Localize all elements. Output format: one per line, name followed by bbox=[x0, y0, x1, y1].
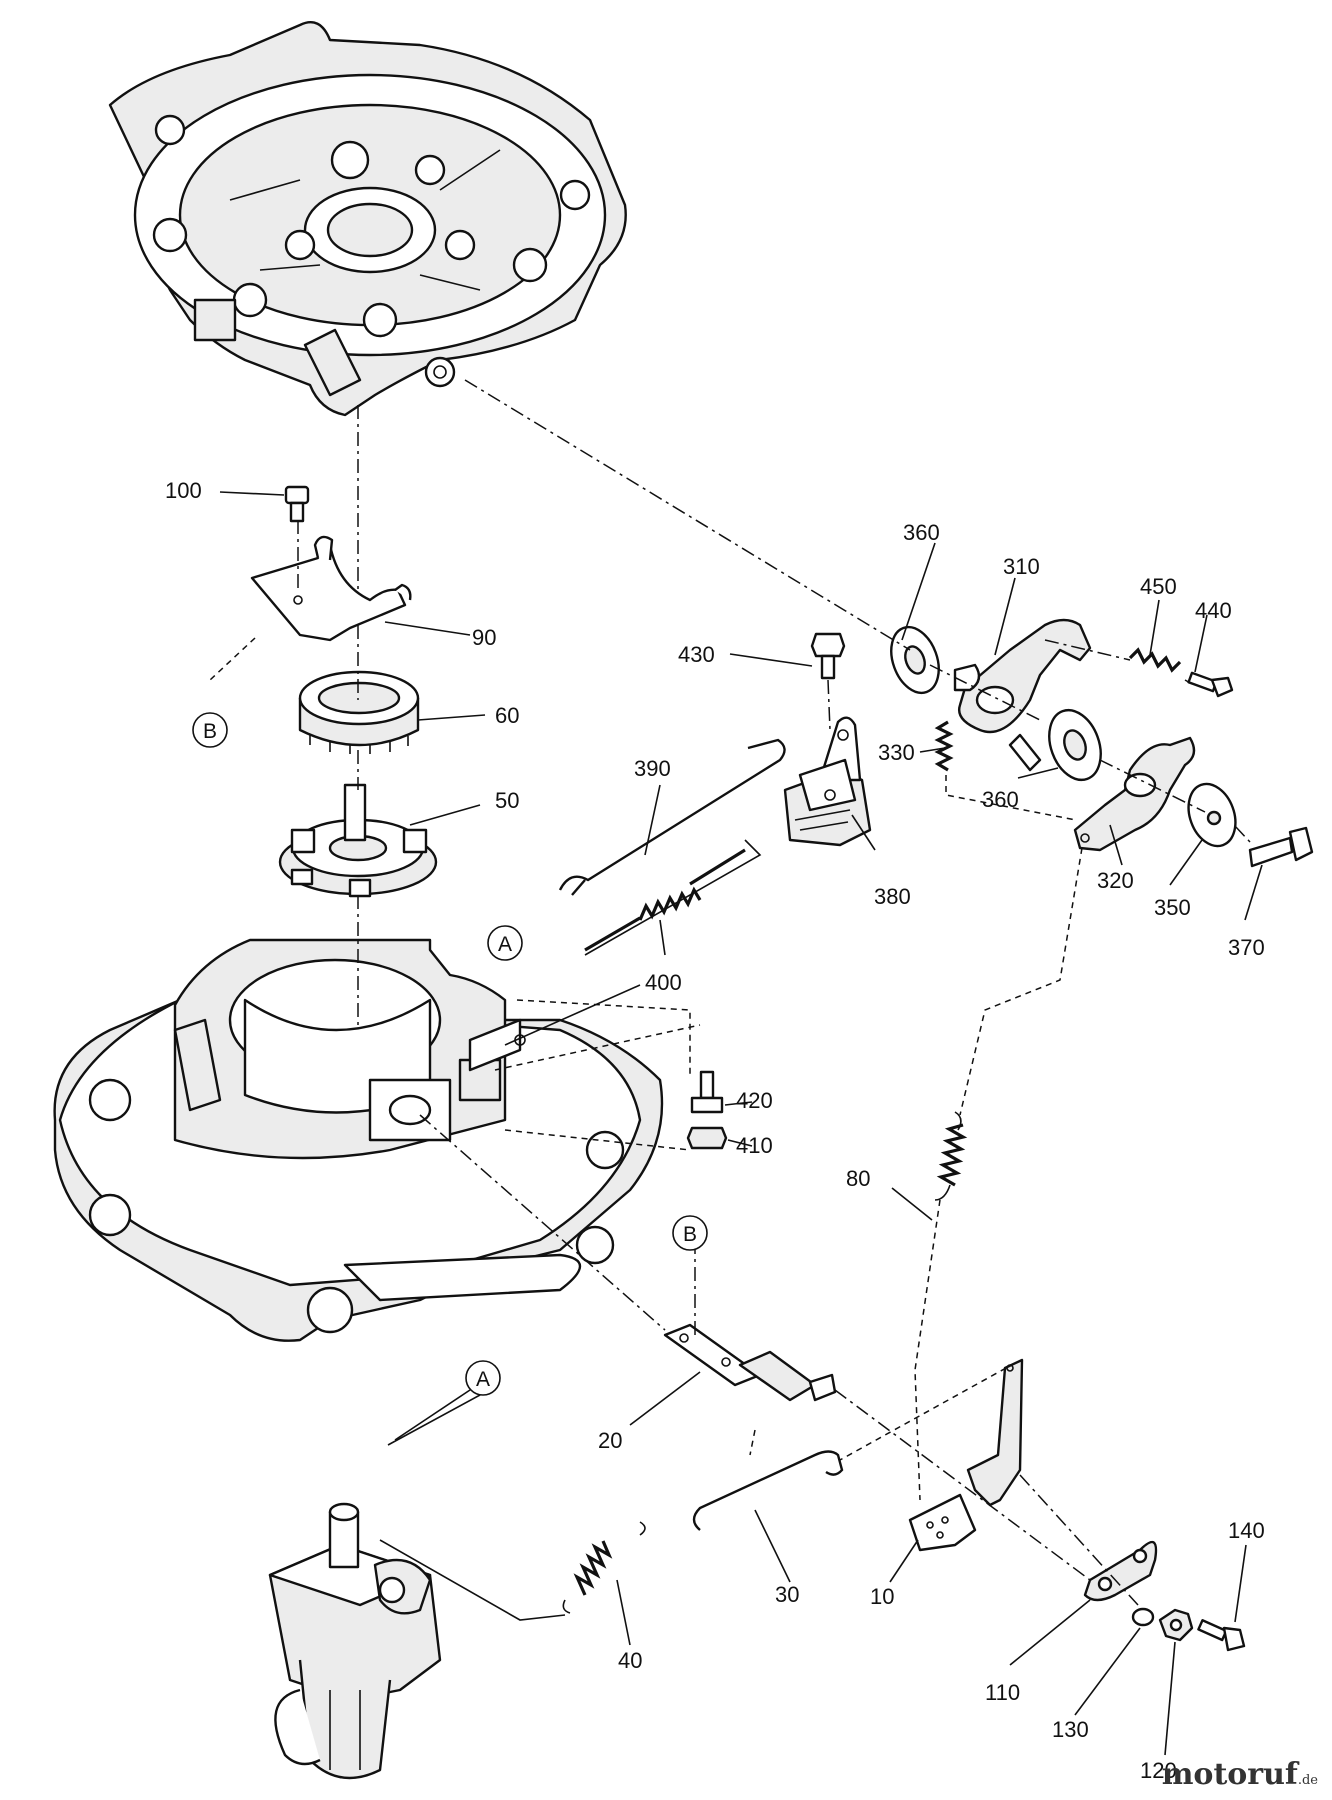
label-130: 130 bbox=[1052, 1717, 1089, 1742]
label-80: 80 bbox=[846, 1166, 870, 1191]
washer-360-top bbox=[890, 625, 940, 695]
rod-390 bbox=[558, 738, 786, 896]
ref-b-bottom: B bbox=[672, 1215, 708, 1251]
label-20: 20 bbox=[598, 1428, 622, 1453]
spring-400 bbox=[584, 848, 746, 952]
lever-310 bbox=[953, 618, 1092, 772]
label-30: 30 bbox=[775, 1582, 799, 1607]
bolt-430 bbox=[810, 632, 846, 680]
ref-b-top: B bbox=[192, 712, 228, 748]
bolt-140 bbox=[1197, 1619, 1246, 1652]
svg-text:B: B bbox=[683, 1223, 697, 1246]
washer-130 bbox=[1131, 1607, 1155, 1627]
bracket-90 bbox=[250, 535, 412, 642]
label-310: 310 bbox=[1003, 554, 1040, 579]
label-110: 110 bbox=[985, 1680, 1020, 1705]
label-360-top: 360 bbox=[903, 520, 940, 545]
nut-410 bbox=[686, 1126, 728, 1150]
spring-80 bbox=[934, 1111, 968, 1201]
governor-arm-10 bbox=[908, 1358, 1024, 1552]
label-50: 50 bbox=[495, 788, 519, 813]
label-430: 430 bbox=[678, 642, 715, 667]
ref-a-bottom: A bbox=[465, 1360, 501, 1396]
brand-watermark: motoruf.de bbox=[1162, 1757, 1318, 1792]
lever-320 bbox=[1073, 736, 1196, 852]
label-40: 40 bbox=[618, 1648, 642, 1673]
carburetor bbox=[268, 1502, 442, 1780]
label-100: 100 bbox=[165, 478, 202, 503]
rod-30 bbox=[692, 1450, 844, 1531]
label-440: 440 bbox=[1195, 598, 1232, 623]
bolt-370 bbox=[1248, 826, 1314, 868]
part-labels: 100 90 60 50 360 310 450 440 430 330 360… bbox=[165, 478, 1265, 1783]
spring-450 bbox=[1128, 647, 1182, 673]
plate-110 bbox=[1083, 1540, 1158, 1602]
washer-360-bottom bbox=[1048, 708, 1102, 782]
assembly-lines bbox=[209, 379, 1251, 1621]
washer-350 bbox=[1187, 782, 1237, 848]
ring-60 bbox=[298, 670, 420, 754]
label-60: 60 bbox=[495, 703, 519, 728]
bracket-380 bbox=[783, 716, 872, 847]
label-420: 420 bbox=[736, 1088, 773, 1113]
label-360-bottom: 360 bbox=[982, 787, 1019, 812]
nut-120 bbox=[1158, 1608, 1194, 1642]
shaft-20 bbox=[663, 1323, 837, 1402]
label-120: 120 bbox=[1140, 1758, 1177, 1783]
label-410: 410 bbox=[736, 1133, 773, 1158]
crankcase-cover bbox=[108, 20, 627, 417]
svg-text:A: A bbox=[498, 933, 512, 956]
brand-tld: .de bbox=[1297, 1773, 1318, 1788]
spring-330 bbox=[934, 720, 954, 772]
crankcase-base bbox=[53, 938, 664, 1342]
label-330: 330 bbox=[878, 740, 915, 765]
label-380: 380 bbox=[874, 884, 911, 909]
label-450: 450 bbox=[1140, 574, 1177, 599]
leader-lines bbox=[219, 491, 1263, 1756]
spring-40 bbox=[562, 1521, 646, 1614]
label-320: 320 bbox=[1097, 868, 1134, 893]
svg-text:A: A bbox=[476, 1368, 490, 1391]
label-370: 370 bbox=[1228, 935, 1265, 960]
svg-text:B: B bbox=[203, 720, 217, 743]
bolt-420 bbox=[690, 1070, 724, 1114]
label-400: 400 bbox=[645, 970, 682, 995]
label-350: 350 bbox=[1154, 895, 1191, 920]
ref-a-mid: A bbox=[487, 925, 523, 961]
label-140: 140 bbox=[1228, 1518, 1265, 1543]
screw-100 bbox=[284, 485, 310, 523]
governor-50 bbox=[278, 783, 438, 898]
bolt-440 bbox=[1187, 671, 1234, 698]
brand-name: motoruf bbox=[1161, 1757, 1298, 1792]
label-10: 10 bbox=[870, 1584, 894, 1609]
label-390: 390 bbox=[634, 756, 671, 781]
label-90: 90 bbox=[472, 625, 496, 650]
